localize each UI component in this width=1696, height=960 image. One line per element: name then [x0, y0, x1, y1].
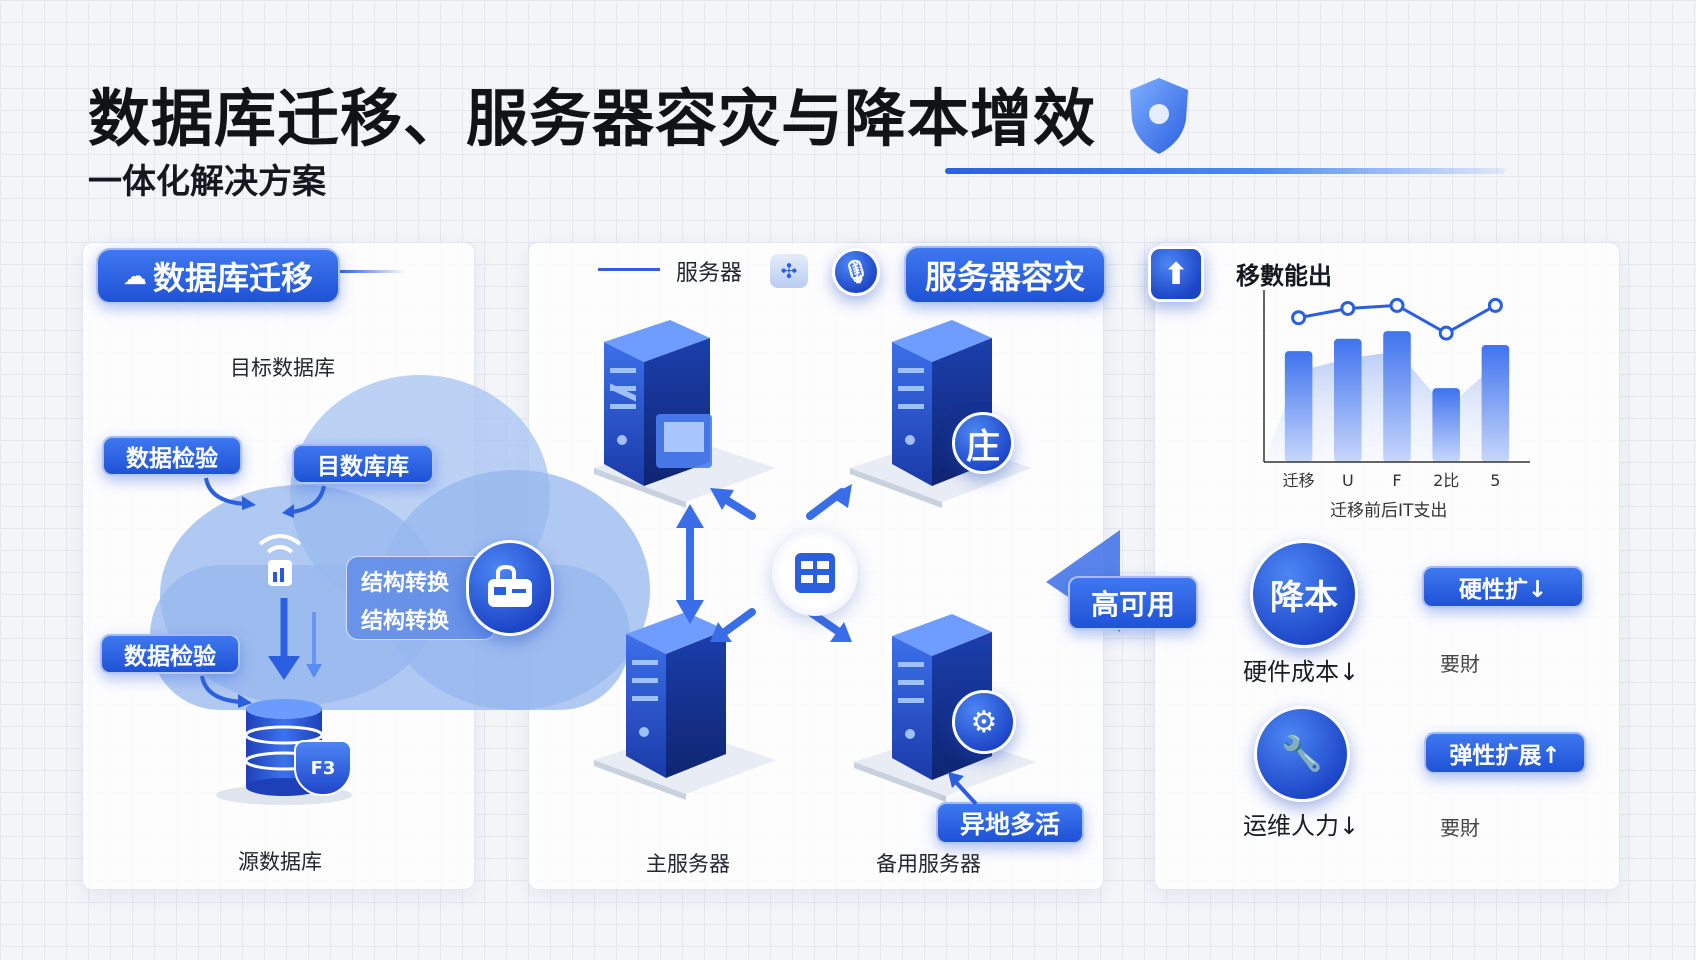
elastic-scale-pill[interactable]: 弹性扩展↑: [1424, 732, 1586, 774]
primary-server-icon: [594, 320, 776, 508]
chart-bar-2: [1383, 331, 1411, 462]
it-spending-chart: 迁移 U F 2比 5: [1263, 290, 1530, 490]
chart-point-2: [1389, 297, 1405, 313]
chart-point-1: [1340, 300, 1356, 316]
chart-tick-label-3: 2比: [1433, 471, 1459, 490]
server-small-label: 服务器: [676, 261, 743, 286]
db-shield-badge: F3: [294, 740, 352, 796]
hub-icon: [772, 530, 858, 616]
gear-icon: ⚙: [952, 690, 1016, 754]
chart-tick-label-4: 5: [1490, 471, 1500, 490]
data-validation-top-pill[interactable]: 数据检验: [102, 436, 242, 476]
primary-server-bottom-icon: [594, 612, 776, 800]
page-title: 数据库迁移、服务器容灾与降本增效: [88, 82, 1097, 155]
note-bottom: 要財: [1440, 816, 1480, 840]
connector-line: [598, 268, 660, 271]
chart-bar-0: [1284, 351, 1313, 462]
note-top: 要財: [1440, 652, 1480, 676]
primary-server-label: 主服务器: [646, 852, 730, 876]
title-underline: [945, 168, 1505, 174]
target-database-label: 目标数据库: [230, 356, 335, 380]
hardware-cost-label: 硬件成本↓: [1243, 658, 1360, 686]
chart-tick-label-1: U: [1342, 471, 1354, 490]
cost-reduction-circle: 降本: [1250, 540, 1358, 648]
chart-tick-label-0: 迁移: [1283, 471, 1315, 490]
multi-active-badge[interactable]: 异地多活: [936, 802, 1084, 844]
chart-bar-3: [1432, 388, 1460, 462]
users-icon: ☁: [122, 262, 147, 290]
curved-arrow-icon: [204, 477, 256, 510]
lock-convert-icon: [466, 540, 554, 636]
hardware-scale-pill[interactable]: 硬性扩↓: [1422, 566, 1584, 608]
chart-point-0: [1291, 310, 1307, 326]
chart-bar-1: [1334, 338, 1362, 462]
down-arrows-icon: [268, 598, 322, 680]
chart-tick-label-2: F: [1392, 471, 1401, 490]
backup-server-label: 备用服务器: [876, 852, 981, 876]
mid-database-pill[interactable]: 目数库库: [292, 444, 434, 484]
chart-bar-4: [1481, 344, 1510, 462]
curved-arrow-icon: [282, 485, 326, 518]
upload-arrow-icon[interactable]: ⬆: [1148, 246, 1204, 302]
connector-line: [340, 270, 406, 273]
source-database-label: 源数据库: [238, 850, 322, 874]
backup-server-top-icon: [850, 320, 1032, 508]
chart-caption: 迁移前后IT支出: [1330, 501, 1448, 521]
pointer-arrow-icon: [948, 772, 978, 806]
database-migration-badge[interactable]: ☁ 数据库迁移: [96, 248, 340, 304]
ops-cost-label: 运维人力↓: [1243, 812, 1360, 840]
shield-icon: [1130, 78, 1188, 154]
backup-server-badge: 庄: [952, 412, 1014, 474]
page-subtitle: 一体化解决方案: [88, 162, 326, 202]
chart-point-4: [1487, 297, 1503, 313]
network-icon: ✣: [770, 254, 808, 288]
curved-arrow-icon: [200, 675, 252, 708]
chart-point-3: [1438, 325, 1454, 341]
cost-panel-title: 移數能出: [1236, 262, 1332, 290]
high-availability-badge[interactable]: 高可用: [1068, 576, 1198, 630]
tools-icon: 🔧: [1254, 706, 1350, 802]
disaster-recovery-badge[interactable]: 服务器容灾: [904, 246, 1106, 304]
data-validation-bottom-pill[interactable]: 数据检验: [100, 634, 240, 674]
wifi-chart-icon: [258, 534, 302, 586]
microphone-icon[interactable]: 🎙: [832, 248, 880, 296]
